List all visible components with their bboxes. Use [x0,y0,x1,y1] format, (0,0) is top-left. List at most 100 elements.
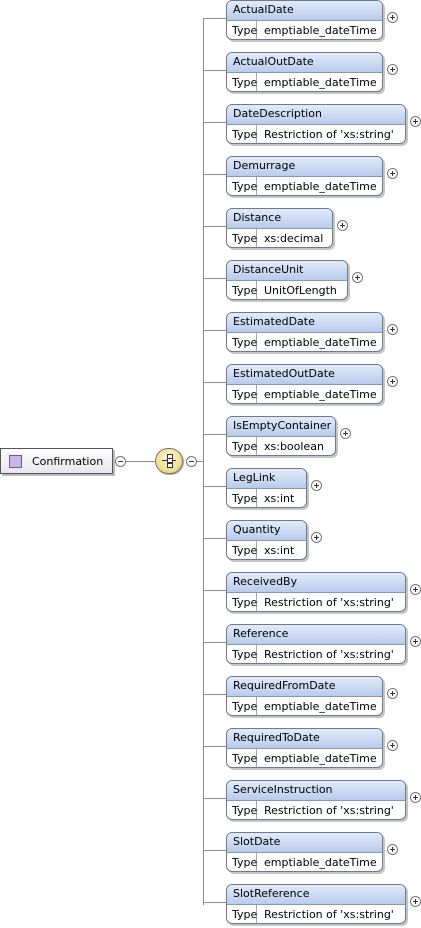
child-element-name: IsEmptyContainer [227,417,335,437]
expand-icon[interactable] [387,688,398,699]
type-value: Restriction of 'xs:string' [264,908,394,921]
child-element-name: DistanceUnit [227,261,347,281]
type-value: Restriction of 'xs:string' [264,648,394,661]
child-element-name: ReceivedBy [227,573,405,593]
expand-icon[interactable] [410,636,421,647]
child-connector [203,18,226,19]
expand-icon[interactable] [311,480,322,491]
type-value: xs:decimal [264,232,324,245]
expand-icon[interactable] [387,168,398,179]
type-label: Type [227,801,257,819]
type-label: Type [227,697,257,715]
type-label: Type [227,489,257,507]
child-connector [203,382,226,383]
child-connector [203,746,226,747]
child-element-name: EstimatedDate [227,313,382,333]
child-connector [203,798,226,799]
child-element-name: ActualOutDate [227,53,382,73]
expand-icon[interactable] [340,428,351,439]
expand-icon[interactable] [410,116,421,127]
child-type-row: Type emptiable_dateTime [227,21,382,39]
expand-icon[interactable] [387,12,398,23]
type-label: Type [227,645,257,663]
type-value: xs:int [264,544,295,557]
child-element-name: SlotDate [227,833,382,853]
expand-icon[interactable] [311,532,322,543]
child-element-name: ServiceInstruction [227,781,405,801]
type-value: emptiable_dateTime [264,336,377,349]
type-value: emptiable_dateTime [264,24,377,37]
child-type-row: Type Restriction of 'xs:string' [227,801,405,819]
type-value: xs:boolean [264,440,324,453]
child-connector [203,850,226,851]
child-connector [203,538,226,539]
expand-icon[interactable] [337,220,348,231]
sequence-collapse-icon[interactable] [186,456,197,467]
type-label: Type [227,177,257,195]
child-element-name: EstimatedOutDate [227,365,382,385]
type-label: Type [227,21,257,39]
expand-icon[interactable] [352,272,363,283]
root-collapse-icon[interactable] [115,456,126,467]
expand-icon[interactable] [410,584,421,595]
type-value: Restriction of 'xs:string' [264,804,394,817]
expand-icon[interactable] [387,64,398,75]
expand-icon[interactable] [387,376,398,387]
expand-icon[interactable] [387,324,398,335]
type-value: UnitOfLength [264,284,337,297]
type-value: emptiable_dateTime [264,180,377,193]
type-value: emptiable_dateTime [264,388,377,401]
root-element-box[interactable]: Confirmation [0,448,113,474]
child-connector [203,278,226,279]
type-label: Type [227,593,257,611]
child-connector [203,590,226,591]
type-label: Type [227,125,257,143]
child-connector [203,434,226,435]
type-value: emptiable_dateTime [264,752,377,765]
type-label: Type [227,437,257,455]
child-element-name: ActualDate [227,1,382,21]
child-element-name: Demurrage [227,157,382,177]
expand-icon[interactable] [387,844,398,855]
child-connector [203,122,226,123]
expand-icon[interactable] [410,792,421,803]
child-element-name: Distance [227,209,332,229]
child-type-row: Type xs:boolean [227,437,335,455]
child-element-name: SlotReference [227,885,405,905]
child-connector [203,642,226,643]
expand-icon[interactable] [410,896,421,907]
element-icon [9,454,22,468]
children-trunk-line [203,18,204,905]
child-type-row: Type emptiable_dateTime [227,177,382,195]
sequence-compositor-icon[interactable] [155,448,183,474]
sequence-connector [197,461,203,462]
child-connector [203,330,226,331]
child-connector [203,902,226,903]
expand-icon[interactable] [387,740,398,751]
